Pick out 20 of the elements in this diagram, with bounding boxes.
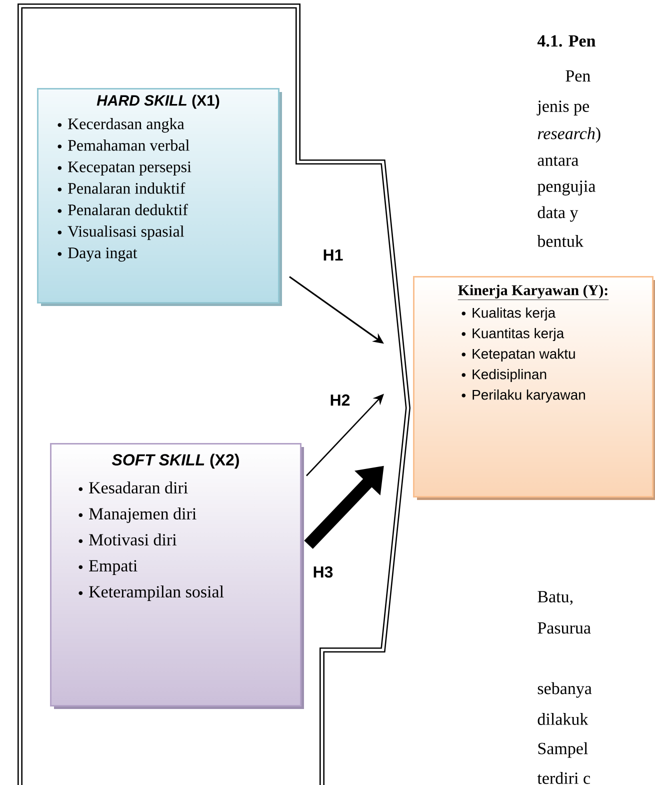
edge-label: H2 [328,393,352,407]
body-text: 4.1. Pen [537,35,596,47]
body-text: terdiri c [537,772,590,784]
body-text: dilakuk [538,713,588,725]
variable-box: Kinerja Karyawan (Y): Kualitas kerja Kuantitas kerja Ketepatan waktu Kedisiplinan Perilaku karyawan [413,276,655,500]
body-text: sebanya [538,682,592,698]
body-text: Batu, [538,591,572,605]
body-text: Pen [566,70,590,82]
body-text: antara [538,156,578,166]
body-text: data y [538,206,578,222]
edge-label: H3 [312,565,334,579]
edge-label: H1 [322,248,344,262]
body-text: research) [538,127,600,143]
body-text: Sampel [538,742,588,758]
body-text: Pasurua [538,622,591,634]
body-text: pengujia [537,180,596,196]
variable-box: SOFT SKILL (X2) Kesadaran diri Manajemen diri Motivasi diri Empati Keterampilan sosial [50,443,304,709]
body-text: jenis pe [536,100,590,116]
body-text: bentuk [537,235,584,247]
variable-box: HARD SKILL (X1) Kecerdasan angka Pemahaman verbal Kecepatan persepsi Penalaran induktif Penalaran deduktif Visualisasi spasial Daya ingat [37,88,282,306]
